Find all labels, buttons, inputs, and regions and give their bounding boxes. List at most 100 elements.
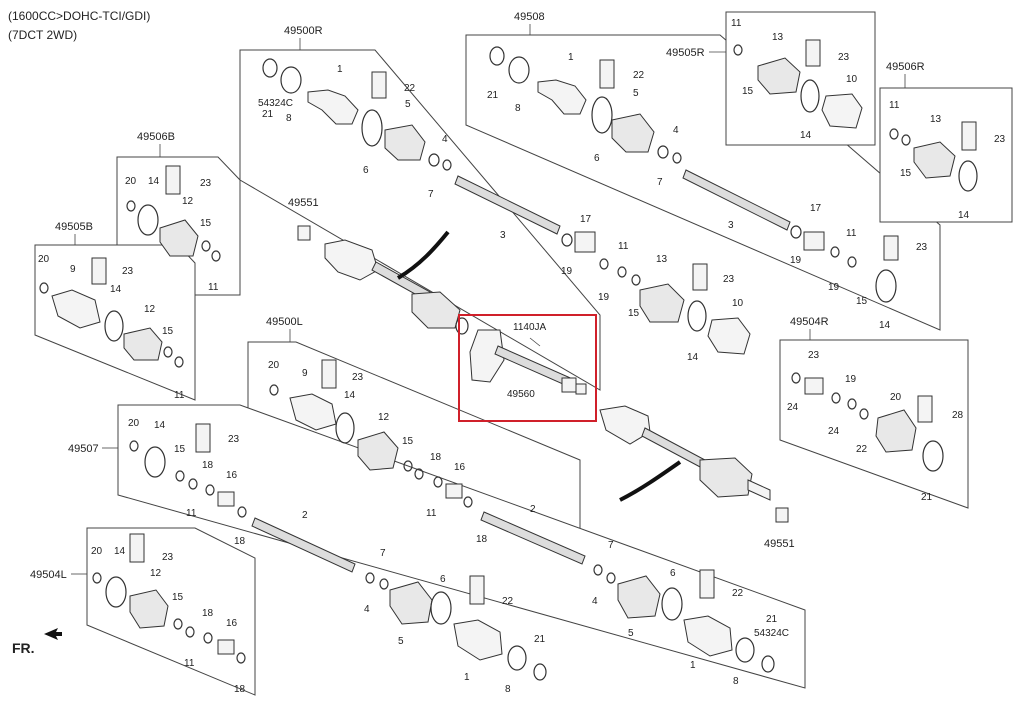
callout-4-upper: 4 [442, 134, 448, 145]
callout-10-49505R: 10 [846, 74, 858, 85]
callout-14-lower-r: 14 [687, 352, 699, 363]
callout-11-49506B: 11 [208, 282, 219, 293]
callout-15-49500L: 15 [402, 436, 414, 447]
callout-4-lower-right: 4 [592, 596, 598, 607]
callout-6-upper: 6 [363, 165, 369, 176]
callout-24-49504R-b: 24 [828, 426, 840, 437]
callout-54324C-upper: 54324C [258, 98, 293, 109]
callout-8-upper: 8 [286, 113, 292, 124]
callout-23-mid: 23 [916, 242, 928, 253]
callout-1-upper-mid: 1 [568, 52, 574, 63]
callout-4-mid: 4 [673, 125, 679, 136]
callout-5-49507: 5 [398, 636, 404, 647]
callout-7-mid: 7 [657, 177, 663, 188]
callout-20-49506B: 20 [125, 176, 137, 187]
callout-5-mid: 5 [633, 88, 639, 99]
group-label-49551-bottom: 49551 [764, 538, 795, 550]
group-label-49560: 49560 [507, 389, 535, 400]
callout-23-49506R: 23 [994, 134, 1006, 145]
callout-11-49505B: 11 [174, 390, 185, 401]
callout-20-49500L: 20 [268, 360, 280, 371]
callout-18-49500L-b: 18 [476, 534, 488, 545]
callout-22-49507: 22 [502, 596, 514, 607]
callout-21-lower-right: 21 [766, 614, 778, 625]
callout-21-upper: 21 [262, 109, 274, 120]
callout-3-upper: 3 [500, 230, 506, 241]
callout-22-upper: 22 [404, 83, 416, 94]
callout-21-49504R: 21 [921, 492, 933, 503]
callout-14-49506R: 14 [958, 210, 970, 221]
group-label-49500L: 49500L [266, 316, 303, 328]
callout-11-lower-r: 11 [618, 241, 629, 252]
callout-14-mid: 14 [879, 320, 891, 331]
callout-15-49506R: 15 [900, 168, 912, 179]
callout-2-49507: 2 [302, 510, 308, 521]
callout-23-49500L: 23 [352, 372, 364, 383]
group-label-1140JA: 1140JA [513, 322, 547, 333]
group-label-49504L: 49504L [30, 569, 67, 581]
group-label-49508: 49508 [514, 11, 545, 23]
panel-49505B [34, 244, 196, 401]
callout-14-49504L: 14 [114, 546, 126, 557]
callout-8-lower-right: 8 [733, 676, 739, 687]
group-label-49507: 49507 [68, 443, 99, 455]
callout-23-49506B: 23 [200, 178, 212, 189]
callout-12-49504L: 12 [150, 568, 162, 579]
panel-49504R [779, 339, 969, 509]
callout-16-49504L: 16 [226, 618, 238, 629]
group-label-49551-top: 49551 [288, 197, 319, 209]
callout-21-49507: 21 [534, 634, 546, 645]
callout-8-mid: 8 [515, 103, 521, 114]
callout-11-49507: 11 [186, 508, 197, 519]
callout-14-49505B: 14 [110, 284, 122, 295]
callout-11-49504L: 11 [184, 658, 195, 669]
callout-20-49504R: 20 [890, 392, 902, 403]
callout-20-49505B: 20 [38, 254, 50, 265]
engine-spec-label: (1600CC>DOHC-TCI/GDI) [8, 9, 151, 23]
callout-15-49504L: 15 [172, 592, 184, 603]
callout-19-49504R: 19 [845, 374, 857, 385]
callout-17-mid: 17 [810, 203, 822, 214]
callout-9-49505B: 9 [70, 264, 76, 275]
callout-21-mid: 21 [487, 90, 499, 101]
callout-12-49506B: 12 [182, 196, 194, 207]
callout-15-49507: 15 [174, 444, 186, 455]
callout-14-49507: 14 [154, 420, 166, 431]
callout-4-49507: 4 [364, 604, 370, 615]
group-label-49506R: 49506R [886, 61, 925, 73]
front-arrow-icon [44, 628, 62, 640]
callout-16-49507: 16 [226, 470, 238, 481]
callout-14-49506B: 14 [148, 176, 160, 187]
callout-5-lower-right: 5 [628, 628, 634, 639]
callout-11-49505R: 11 [731, 18, 742, 29]
callout-6-mid: 6 [594, 153, 600, 164]
callout-14-49500L: 14 [344, 390, 356, 401]
callout-23-49505R: 23 [838, 52, 850, 63]
callout-11-49500L: 11 [426, 508, 437, 519]
callout-23-49504L: 23 [162, 552, 174, 563]
callout-12-49500L: 12 [378, 412, 390, 423]
transmission-spec-label: (7DCT 2WD) [8, 28, 78, 42]
group-label-49505R: 49505R [666, 47, 705, 59]
callout-9-49500L: 9 [302, 368, 308, 379]
callout-54324C-lower: 54324C [754, 628, 789, 639]
callout-14-49505R: 14 [800, 130, 812, 141]
callout-28-49504R: 28 [952, 410, 964, 421]
callout-17-upper: 17 [580, 214, 592, 225]
callout-22-49504R: 22 [856, 444, 868, 455]
callout-22-lower-right: 22 [732, 588, 744, 599]
callout-15-49505R: 15 [742, 86, 754, 97]
callout-15-lower-r: 15 [628, 308, 640, 319]
callout-18-49504L-b: 18 [234, 684, 246, 695]
callout-18-49507-b: 18 [234, 536, 246, 547]
group-label-49500R: 49500R [284, 25, 323, 37]
callout-13-49506R: 13 [930, 114, 942, 125]
callout-24-49504R-a: 24 [787, 402, 799, 413]
callout-11-49506R: 11 [889, 100, 900, 111]
callout-23-49504R: 23 [808, 350, 820, 361]
callout-20-49507: 20 [128, 418, 140, 429]
callout-19-mid-b: 19 [828, 282, 840, 293]
callout-7-lower-right: 7 [608, 540, 614, 551]
callout-22-mid: 22 [633, 70, 645, 81]
